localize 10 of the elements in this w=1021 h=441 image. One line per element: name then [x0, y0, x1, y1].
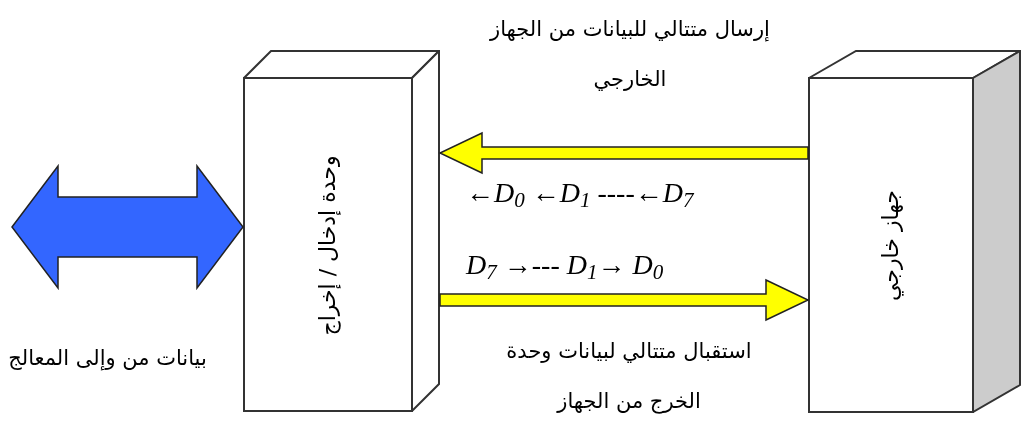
block-arrow — [11, 163, 244, 291]
edge-label: استقبال متتالي لبيانات وحدة الخرج من الجهاز — [505, 338, 753, 416]
data-label: بيانات من وإلى المعالج — [7, 345, 208, 373]
bit-sequence: D$_{7}$ →--- D$_{1}$→ D$_{0}$ — [466, 248, 664, 286]
edge-label: إرسال متتالي للبيانات من الجهاز الخارجي — [490, 16, 770, 93]
box-label: جهاز خارجي — [877, 190, 905, 301]
box-label: وحدة إدخال / إخراج — [314, 154, 342, 336]
bit-sequence: ←D$_{0}$ ←D$_{1}$ ----←D$_{7}$ — [466, 176, 694, 214]
block-arrow — [438, 131, 809, 175]
block-arrow — [439, 278, 810, 322]
